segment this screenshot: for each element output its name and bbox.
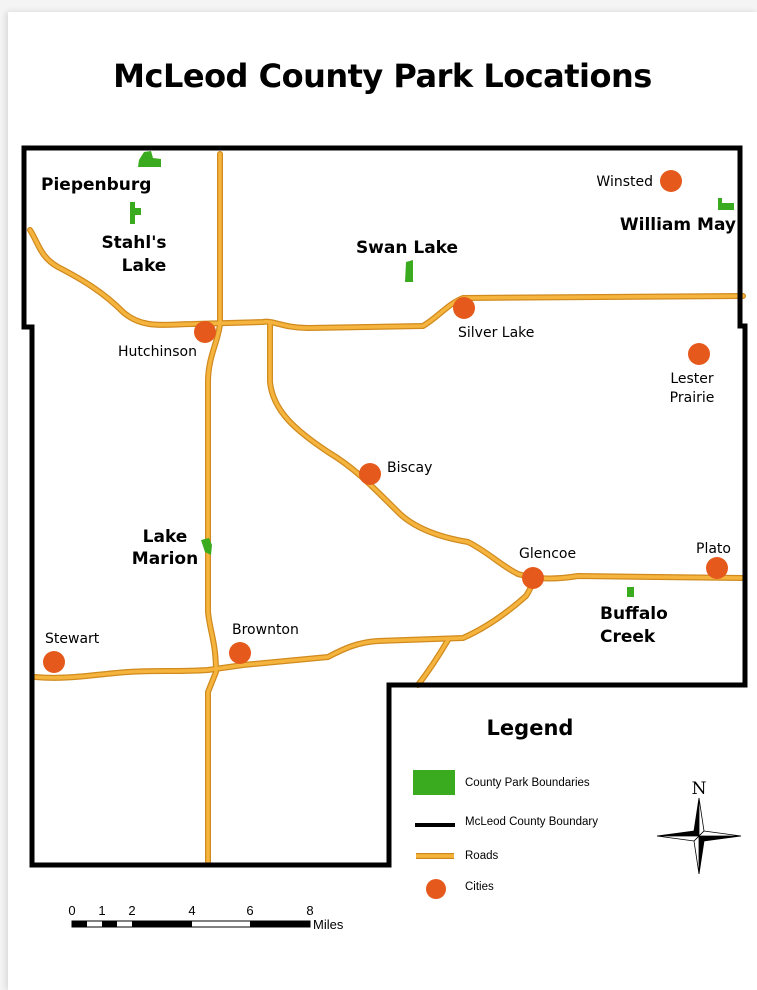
- scale-bar-segment: [72, 921, 87, 927]
- city-labels: Winsted Silver Lake Hutchinson Lester Pr…: [45, 174, 731, 647]
- scale-bar: 0 1 2 4 6 8 Miles: [68, 903, 343, 932]
- city-glencoe-dot: [522, 567, 544, 589]
- roads-fill: [28, 152, 745, 864]
- scale-tick-2: 2: [128, 903, 135, 918]
- parks-layer: [130, 151, 734, 597]
- map-canvas: Piepenburg Stahl's Lake Swan Lake Willia…: [21, 145, 748, 932]
- park-label-lake-marion: Marion: [132, 549, 198, 569]
- north-arrow: N: [656, 779, 742, 875]
- scale-unit: Miles: [313, 917, 344, 932]
- scale-tick-8: 8: [306, 903, 313, 918]
- city-label-plato: Plato: [696, 541, 731, 557]
- city-label-glencoe: Glencoe: [519, 546, 576, 562]
- park-piepenburg-boundary: [138, 151, 161, 167]
- north-label: N: [692, 779, 707, 799]
- city-brownton-dot: [229, 642, 251, 664]
- scale-tick-4: 4: [188, 903, 195, 918]
- roads-layer: [27, 151, 746, 865]
- park-labels: Piepenburg Stahl's Lake Swan Lake Willia…: [41, 175, 736, 647]
- county-boundary: [21, 145, 748, 868]
- legend-label-boundary: McLeod County Boundary: [465, 816, 598, 828]
- legend-city-dot: [426, 879, 446, 899]
- park-label-buffalo-creek: Creek: [600, 627, 656, 647]
- legend-label-parks: County Park Boundaries: [465, 777, 590, 789]
- park-buffalo-creek-boundary: [627, 587, 634, 597]
- legend-title: Legend: [487, 716, 574, 740]
- park-william-may-boundary: [718, 198, 734, 210]
- park-label-piepenburg: Piepenburg: [41, 175, 151, 195]
- city-silver-lake-dot: [453, 297, 475, 319]
- city-biscay-dot: [359, 463, 381, 485]
- city-label-winsted: Winsted: [596, 174, 653, 190]
- scale-bar-segment: [250, 921, 310, 927]
- city-label-lester-prairie: Lester: [670, 371, 714, 387]
- park-stahls-lake-boundary: [130, 202, 141, 224]
- scale-bar-segment: [102, 921, 117, 927]
- city-plato-dot: [706, 557, 728, 579]
- cities-layer: [43, 170, 728, 673]
- legend: Legend County Park Boundaries McLeod Cou…: [413, 716, 598, 899]
- scale-bar-segment: [132, 921, 192, 927]
- city-label-hutchinson: Hutchinson: [118, 344, 197, 360]
- city-label-silver-lake: Silver Lake: [458, 325, 534, 341]
- park-label-lake-marion: Lake: [143, 527, 188, 547]
- park-label-stahls-lake: Lake: [122, 256, 167, 276]
- park-label-swan-lake: Swan Lake: [356, 238, 458, 258]
- city-label-brownton: Brownton: [232, 622, 299, 638]
- legend-label-roads: Roads: [465, 850, 498, 862]
- park-lake-marion-boundary: [201, 538, 212, 555]
- map-title: McLeod County Park Locations: [113, 57, 652, 95]
- city-stewart-dot: [43, 651, 65, 673]
- scale-tick-0: 0: [68, 903, 75, 918]
- legend-park-swatch: [413, 770, 455, 795]
- scale-tick-6: 6: [246, 903, 253, 918]
- city-label-biscay: Biscay: [387, 460, 432, 476]
- city-label-stewart: Stewart: [45, 631, 100, 647]
- city-hutchinson-dot: [194, 321, 216, 343]
- park-label-stahls-lake: Stahl's: [101, 233, 166, 253]
- park-swan-lake-boundary: [405, 260, 413, 282]
- city-winsted-dot: [660, 170, 682, 192]
- park-label-buffalo-creek: Buffalo: [600, 604, 668, 624]
- map-page: McLeod County Park Locations: [8, 12, 757, 990]
- compass-rose-icon: [656, 797, 742, 875]
- scale-tick-1: 1: [98, 903, 105, 918]
- legend-label-cities: Cities: [465, 881, 494, 893]
- park-label-william-may: William May: [620, 215, 736, 235]
- city-label-lester-prairie: Prairie: [670, 390, 715, 406]
- city-lester-prairie-dot: [688, 343, 710, 365]
